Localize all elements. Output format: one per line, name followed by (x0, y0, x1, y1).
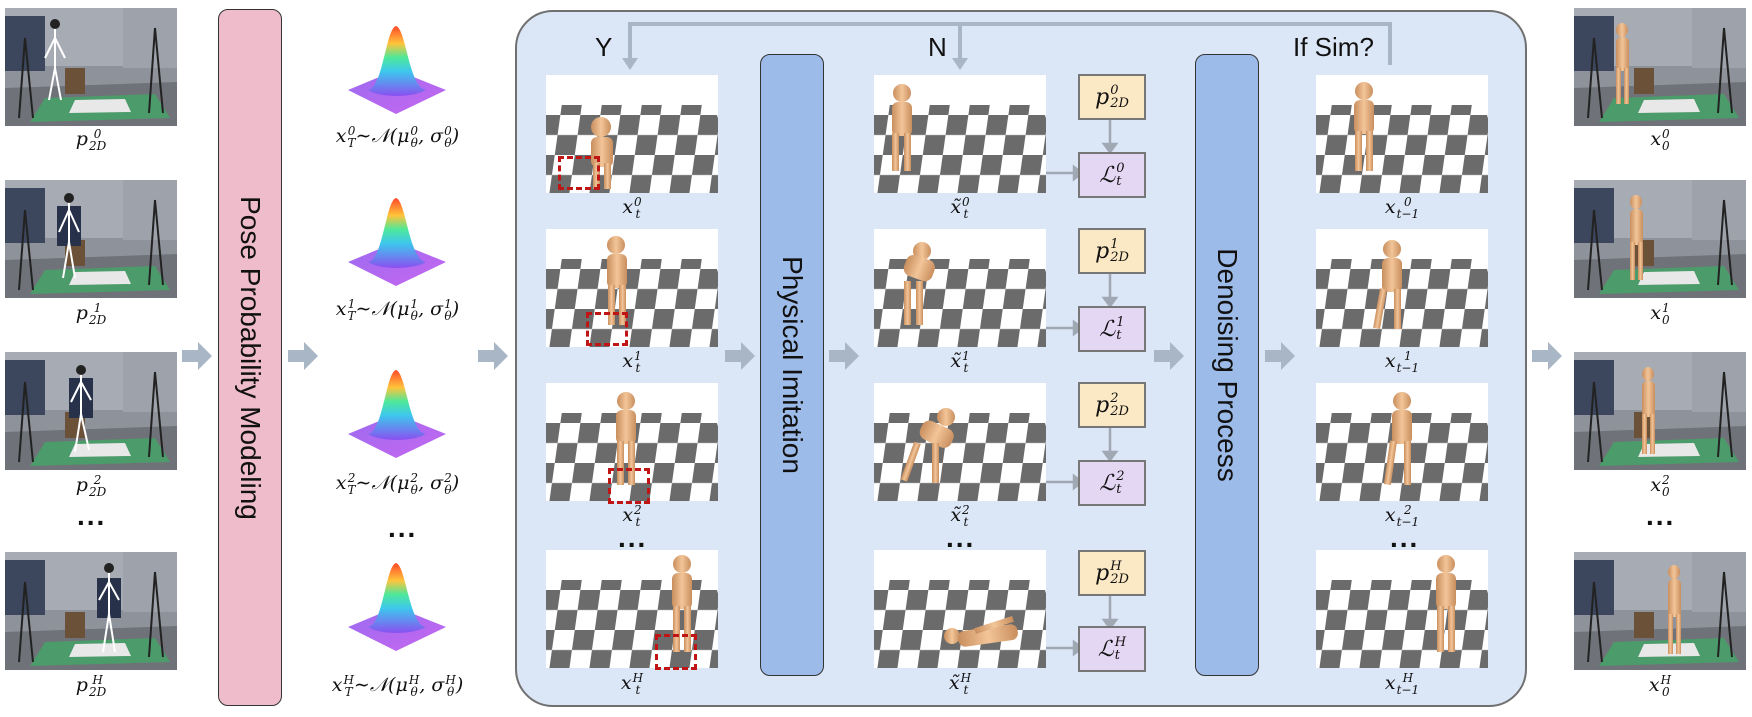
denoised-frame-0 (1316, 75, 1488, 193)
loop-arrows (622, 22, 1392, 70)
sim-output-frame-0 (874, 75, 1046, 193)
output-frame-2 (1574, 352, 1746, 470)
output-frame-h (1574, 552, 1746, 670)
arrow-7 (1265, 342, 1295, 370)
sim-output-frame-h (874, 550, 1046, 668)
arrow-6 (1154, 342, 1184, 370)
loop-yes-label: Y (595, 32, 613, 62)
arrow-3 (478, 342, 508, 370)
gaussian-surface-0 (348, 26, 446, 114)
denoised-frame-h (1316, 550, 1488, 668)
denoised-frame-2 (1316, 383, 1488, 501)
sim-input-frame-0 (546, 75, 718, 193)
gaussian-surface-2 (348, 370, 446, 458)
foot-contact-highlight-2 (608, 468, 650, 504)
sim-input-frame-1 (546, 229, 718, 347)
pose-probability-modeling-label: Pose Probability Modeling (235, 195, 266, 520)
sim-output-ellipsis: ... (946, 522, 976, 553)
denoising-process-block: Denoising Process (1195, 54, 1259, 676)
foot-contact-highlight-1 (586, 312, 628, 346)
input-frame-0 (5, 8, 177, 126)
sim-input-frame-2 (546, 383, 718, 501)
physical-imitation-block: Physical Imitation (760, 54, 824, 676)
arrow-4 (725, 342, 755, 370)
output-frame-1 (1574, 180, 1746, 298)
if-sim-label: If Sim? (1293, 32, 1374, 62)
sim-output-frame-1 (874, 229, 1046, 347)
sim-input-frame-h (546, 550, 718, 668)
arrow-8 (1532, 342, 1562, 370)
gaussian-surface-h (348, 563, 446, 651)
foot-contact-highlight-h (655, 634, 697, 670)
sim-input-ellipsis: ... (618, 522, 648, 553)
input-frame-2 (5, 352, 177, 470)
arrow-2 (288, 342, 318, 370)
foot-contact-highlight-0 (558, 156, 600, 190)
denoised-frame-1 (1316, 229, 1488, 347)
output-frame-0 (1574, 8, 1746, 126)
input-ellipsis: ... (77, 500, 107, 531)
denoising-process-label: Denoising Process (1212, 248, 1243, 482)
denoised-ellipsis: ... (1390, 522, 1420, 553)
physical-imitation-label: Physical Imitation (777, 256, 808, 474)
sim-output-frame-2 (874, 383, 1046, 501)
arrow-5 (829, 342, 859, 370)
loop-no-label: N (928, 32, 947, 62)
output-ellipsis: ... (1646, 500, 1676, 531)
input-frame-h (5, 552, 177, 670)
distribution-ellipsis: ... (388, 512, 418, 543)
input-frame-1 (5, 180, 177, 298)
pose-probability-modeling-block: Pose Probability Modeling (218, 9, 282, 706)
arrow-1 (182, 342, 212, 370)
gaussian-surface-1 (348, 198, 446, 286)
